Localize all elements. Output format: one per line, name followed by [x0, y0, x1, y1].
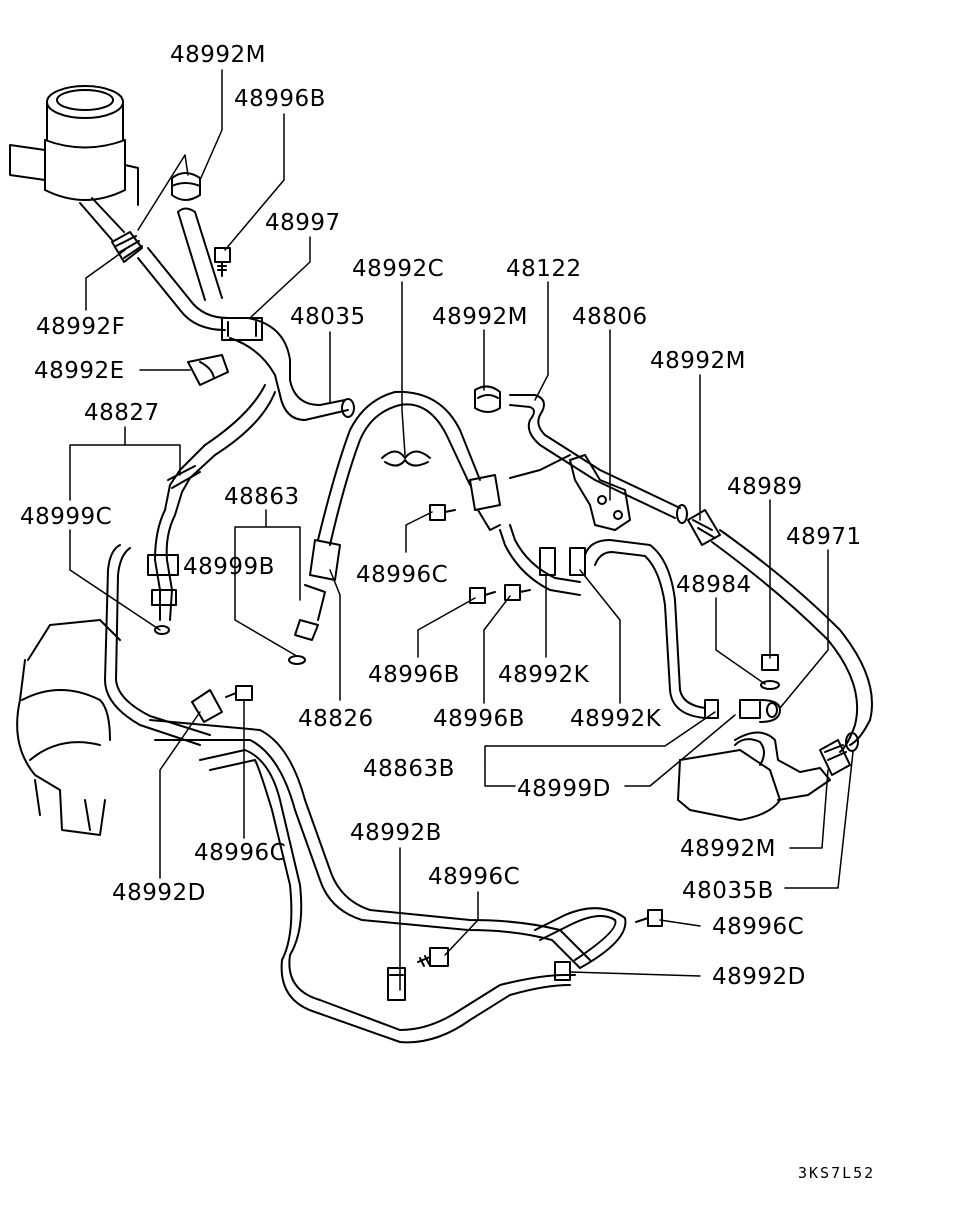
- label-48992m-right: 48992M: [650, 348, 747, 374]
- label-48992m-bottom: 48992M: [680, 836, 777, 862]
- label-48984: 48984: [676, 572, 752, 598]
- clamp-48992m-right: [687, 509, 721, 546]
- clamp-48992d-right: [554, 961, 571, 981]
- label-48992b: 48992B: [350, 820, 442, 846]
- label-48996c-bottom: 48996C: [428, 864, 521, 890]
- label-48992c: 48992C: [352, 256, 445, 282]
- label-48999b: 48999B: [183, 554, 275, 580]
- fittings-48989-48984-48971: [739, 654, 781, 723]
- bolt-top: [214, 247, 231, 277]
- return-tubes-bottom: [149, 719, 627, 1044]
- clamp-48992c: [381, 450, 431, 467]
- leader-lines: [69, 69, 854, 991]
- bolt-bottom-center: [417, 947, 449, 967]
- label-48992d-left: 48992D: [112, 880, 206, 906]
- pressure-tube-right: [584, 539, 719, 719]
- clip-48992e: [187, 354, 229, 386]
- label-48996c-right: 48996C: [712, 914, 805, 940]
- label-48992k-left: 48992K: [498, 662, 590, 688]
- label-48826: 48826: [298, 706, 374, 732]
- suction-hose-group: [111, 231, 229, 331]
- label-48996c-center: 48996C: [356, 562, 449, 588]
- label-48806: 48806: [572, 304, 648, 330]
- clamp-48992m-mid: [474, 385, 501, 413]
- label-48992d-right: 48992D: [712, 964, 806, 990]
- label-48035b: 48035B: [682, 878, 774, 904]
- bolt-right: [635, 909, 663, 927]
- hose-48122: [509, 394, 688, 524]
- label-48863: 48863: [224, 484, 300, 510]
- label-48999d: 48999D: [517, 776, 611, 802]
- label-48992m-mid: 48992M: [432, 304, 529, 330]
- label-48971: 48971: [786, 524, 862, 550]
- return-hose-right: [711, 529, 873, 753]
- label-48996c-left: 48996C: [194, 840, 287, 866]
- hose-clamp-top: [171, 172, 223, 301]
- clamp-48992m-lower: [819, 739, 851, 776]
- label-48996b-top: 48996B: [234, 86, 326, 112]
- bolts-center: [429, 504, 531, 604]
- reservoir-tank: [9, 85, 139, 241]
- label-48997: 48997: [265, 210, 341, 236]
- pressure-hose-48826: [288, 390, 481, 665]
- label-48996b-lower: 48996B: [433, 706, 525, 732]
- label-48992k-right: 48992K: [570, 706, 662, 732]
- label-48992m-top: 48992M: [170, 42, 267, 68]
- label-48863b: 48863B: [363, 756, 455, 782]
- engine-block: [16, 619, 121, 836]
- pressure-tube-left: [104, 544, 211, 746]
- bracket-48806: [569, 454, 631, 531]
- label-48827: 48827: [84, 400, 160, 426]
- clamp-48992d-left: [191, 689, 223, 723]
- label-48989: 48989: [727, 474, 803, 500]
- power-steering-pump: [677, 731, 831, 821]
- clamp-48992b: [387, 967, 406, 1001]
- clamps-48992k: [539, 547, 586, 576]
- label-48992f: 48992F: [36, 314, 126, 340]
- label-48996b-center: 48996B: [368, 662, 460, 688]
- bolt-left: [225, 685, 253, 701]
- label-48035: 48035: [290, 304, 366, 330]
- drawing-code: 3KS7L52: [798, 1164, 876, 1182]
- label-48122: 48122: [506, 256, 582, 282]
- pressure-hose-48827: [154, 384, 276, 561]
- center-fitting: [469, 454, 581, 596]
- return-hose-bracket: [221, 317, 355, 421]
- label-48999c: 48999C: [20, 504, 113, 530]
- label-48992e: 48992E: [34, 358, 125, 384]
